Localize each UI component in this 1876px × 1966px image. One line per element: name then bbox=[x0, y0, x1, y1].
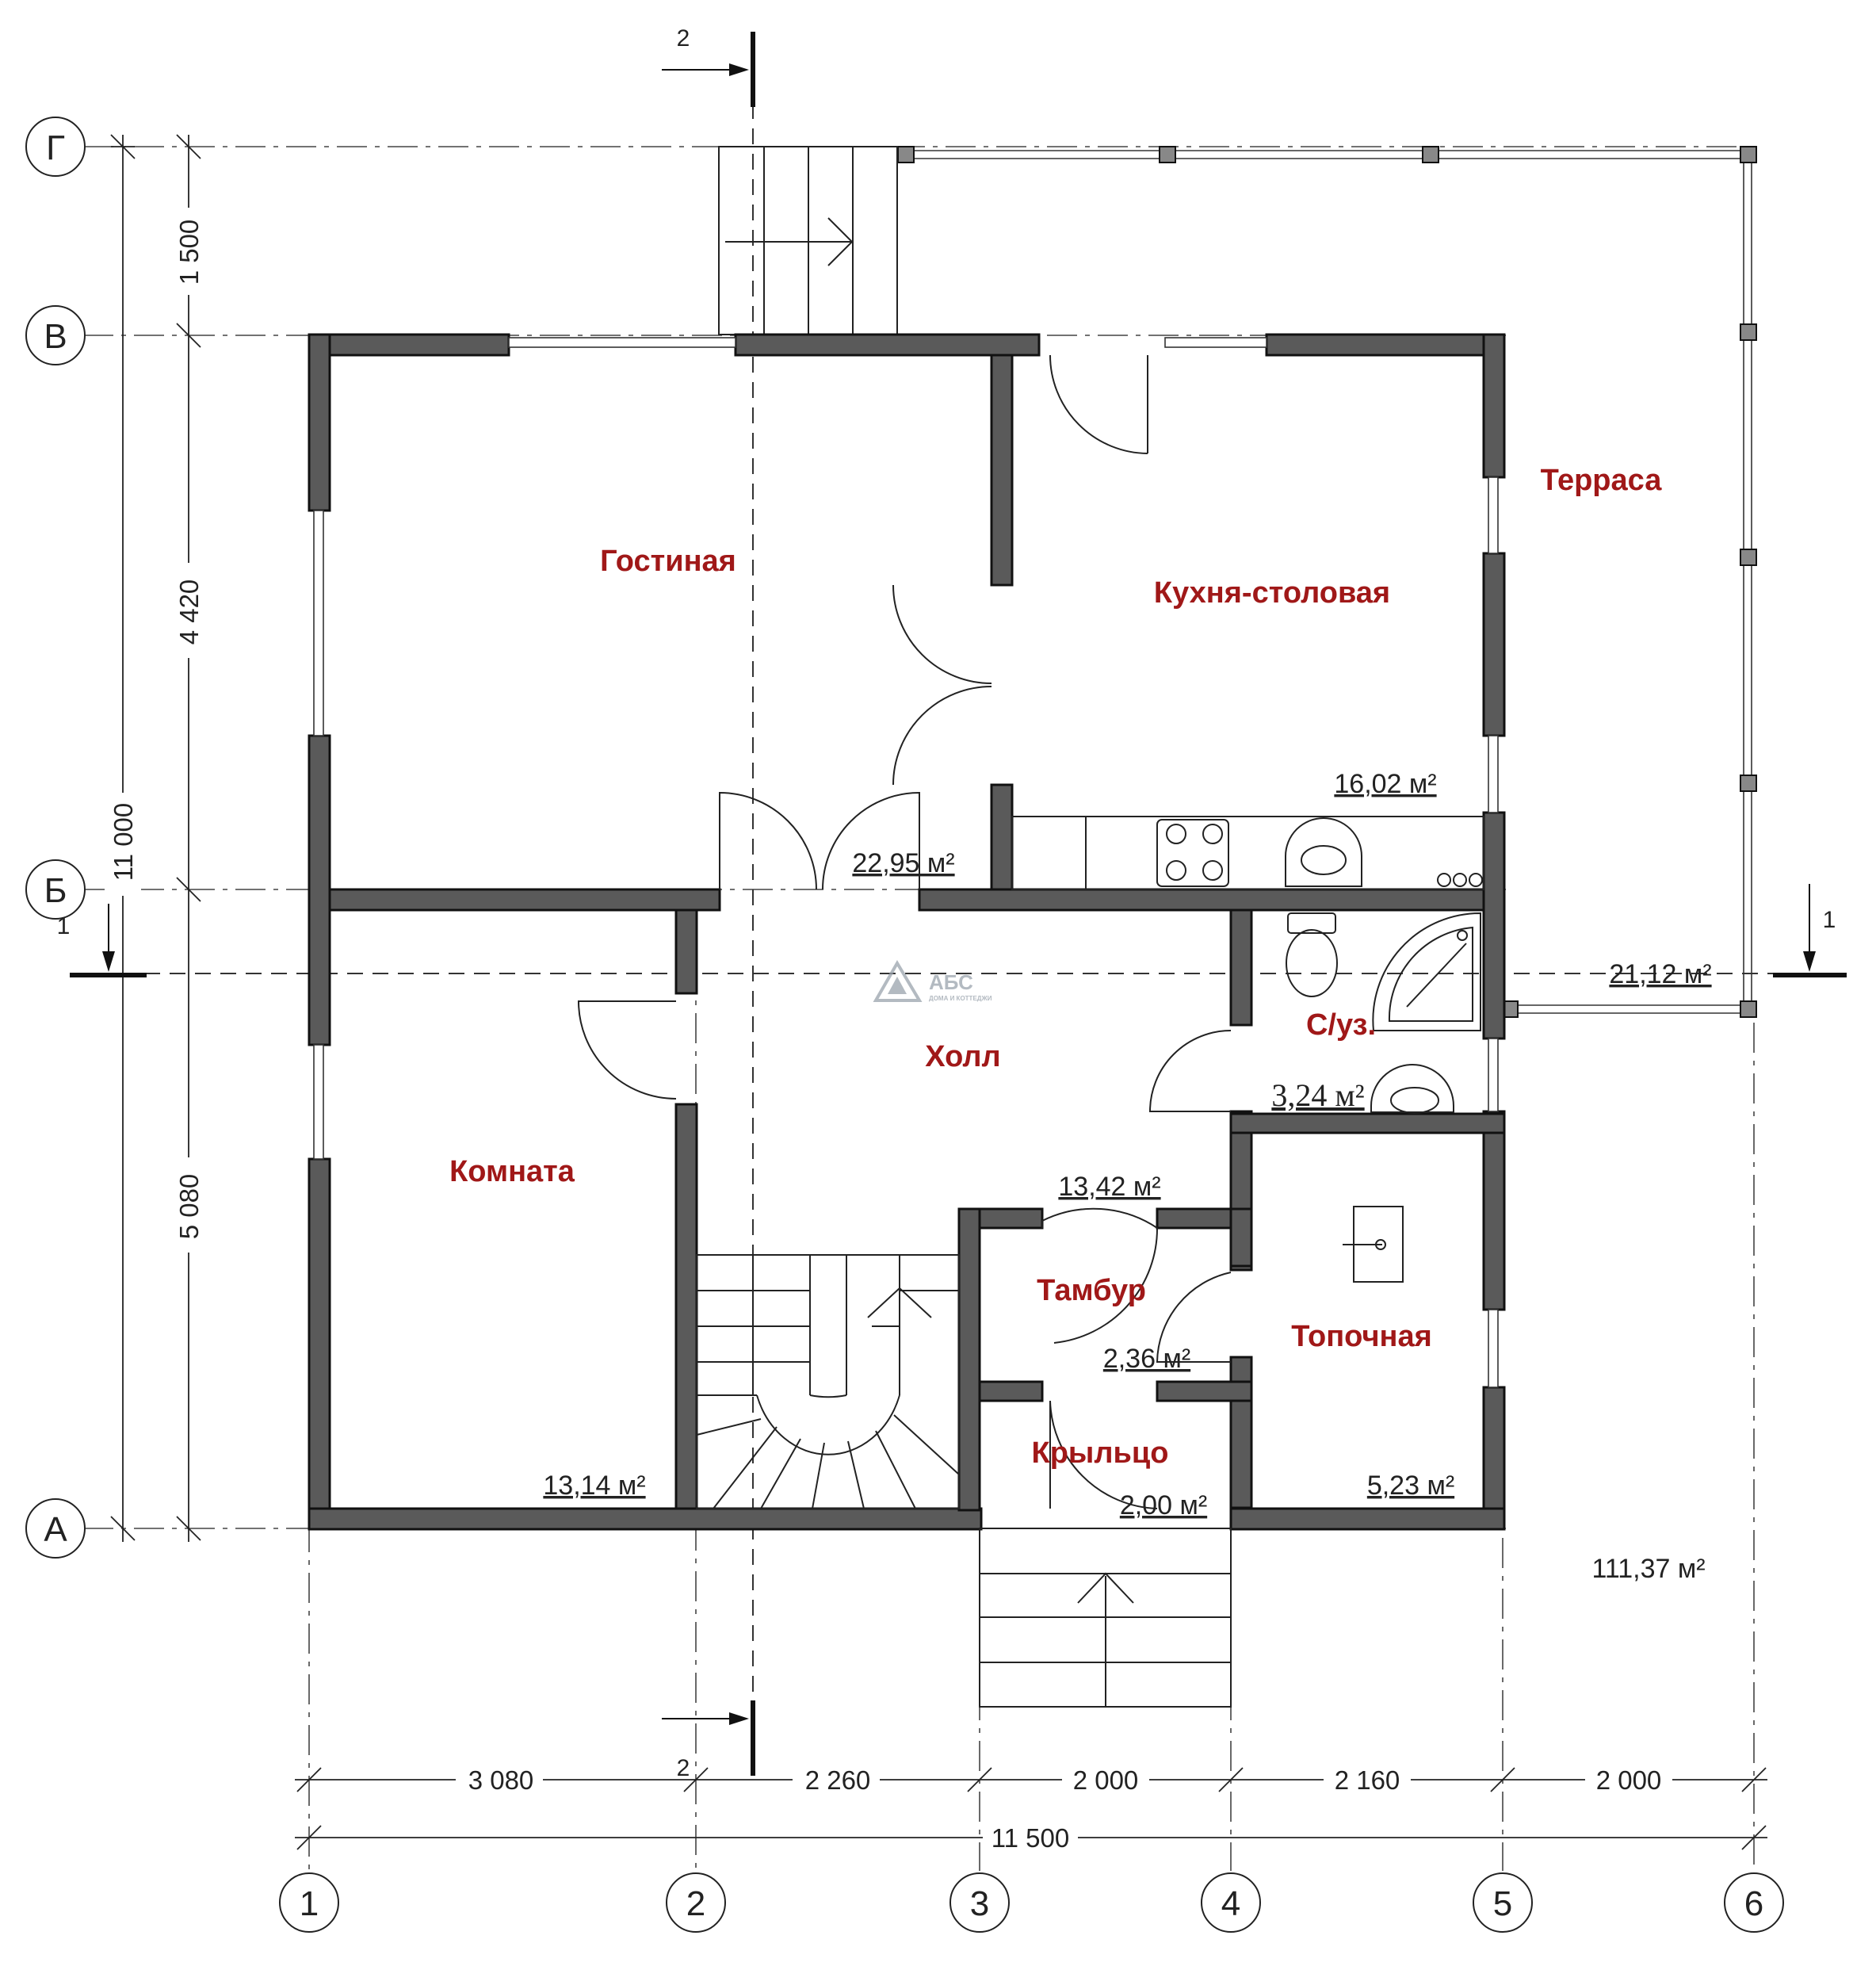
logo-subtext: ДОМА И КОТТЕДЖИ bbox=[929, 995, 992, 1002]
room-name-wc: С/уз. bbox=[1306, 1008, 1376, 1042]
wc-fixtures bbox=[1286, 912, 1481, 1114]
section-2-bottom-label: 2 bbox=[677, 1755, 690, 1781]
area-terrace: 21,12 м² bbox=[1609, 959, 1711, 989]
area-living: 22,95 м² bbox=[852, 848, 954, 878]
room-labels: Гостиная Кухня-столовая Терраса Холл Ком… bbox=[449, 464, 1662, 1470]
axis-bubbles-left: Г В Б А bbox=[25, 117, 86, 1559]
room-name-kitchen: Кухня-столовая bbox=[1154, 576, 1390, 610]
section-2-top-label: 2 bbox=[677, 25, 690, 52]
area-hall: 13,42 м² bbox=[1058, 1172, 1160, 1202]
total-area: 111,37 м² bbox=[1591, 1554, 1705, 1584]
section-1-left-label: 1 bbox=[57, 913, 71, 939]
walls bbox=[308, 333, 1506, 1531]
axis-label-g: Г bbox=[46, 128, 65, 167]
axis-label-4: 4 bbox=[1221, 1884, 1240, 1923]
area-tambur: 2,36 м² bbox=[1103, 1344, 1190, 1374]
dim-bottom-2000a: 2 000 bbox=[1073, 1765, 1139, 1795]
dim-left-1500: 1 500 bbox=[174, 220, 204, 285]
logo-text: АБС bbox=[929, 970, 973, 994]
area-wc: 3,24 м² bbox=[1271, 1077, 1364, 1113]
area-kitchen: 16,02 м² bbox=[1334, 769, 1436, 799]
dimension-left: 1 500 4 420 5 080 11 000 bbox=[105, 134, 207, 1542]
axis-label-a: А bbox=[44, 1510, 67, 1549]
room-name-room: Комната bbox=[449, 1155, 575, 1188]
top-steps bbox=[718, 146, 898, 335]
section-marks: 2 2 1 1 bbox=[57, 25, 1847, 1781]
axis-label-1: 1 bbox=[300, 1884, 319, 1923]
dim-bottom-2260: 2 260 bbox=[805, 1765, 871, 1795]
axis-label-2: 2 bbox=[686, 1884, 705, 1923]
internal-stair bbox=[696, 1254, 960, 1509]
dim-left-4420: 4 420 bbox=[174, 579, 204, 645]
axis-bubbles-bottom: 1 2 3 4 5 6 bbox=[279, 1872, 1784, 1933]
area-porch: 2,00 м² bbox=[1120, 1490, 1207, 1520]
room-name-porch: Крыльцо bbox=[1032, 1436, 1169, 1470]
room-name-living: Гостиная bbox=[600, 545, 736, 578]
room-name-boiler: Топочная bbox=[1291, 1320, 1432, 1353]
section-1-right-label: 1 bbox=[1823, 907, 1836, 933]
dim-bottom-total: 11 500 bbox=[991, 1823, 1069, 1853]
area-boiler: 5,23 м² bbox=[1367, 1471, 1454, 1501]
dim-left-total: 11 000 bbox=[109, 803, 138, 881]
area-room: 13,14 м² bbox=[543, 1471, 645, 1501]
axis-label-6: 6 bbox=[1744, 1884, 1763, 1923]
dimension-bottom: 3 080 2 260 2 000 2 160 2 000 11 500 bbox=[295, 1763, 1767, 1854]
axis-label-v: В bbox=[44, 317, 67, 356]
terrace-railing bbox=[897, 146, 1757, 1018]
kitchen-counter bbox=[1011, 816, 1484, 890]
dim-bottom-3080: 3 080 bbox=[468, 1765, 534, 1795]
company-logo: АБС ДОМА И КОТТЕДЖИ bbox=[873, 960, 992, 1002]
dim-bottom-2160: 2 160 bbox=[1335, 1765, 1400, 1795]
room-areas: 22,95 м² 16,02 м² 21,12 м² 13,42 м² 13,1… bbox=[543, 769, 1711, 1584]
windows bbox=[313, 337, 1499, 1388]
axis-label-b: Б bbox=[44, 871, 67, 910]
porch-steps bbox=[979, 1528, 1232, 1708]
doors bbox=[577, 354, 1232, 1509]
boiler-fixture bbox=[1343, 1206, 1404, 1283]
dim-left-5080: 5 080 bbox=[174, 1174, 204, 1240]
room-name-tambur: Тамбур bbox=[1037, 1274, 1146, 1307]
room-name-hall: Холл bbox=[925, 1040, 1000, 1073]
axis-label-3: 3 bbox=[970, 1884, 989, 1923]
axis-label-5: 5 bbox=[1493, 1884, 1512, 1923]
dim-bottom-2000b: 2 000 bbox=[1596, 1765, 1662, 1795]
room-name-terrace: Терраса bbox=[1541, 464, 1663, 497]
